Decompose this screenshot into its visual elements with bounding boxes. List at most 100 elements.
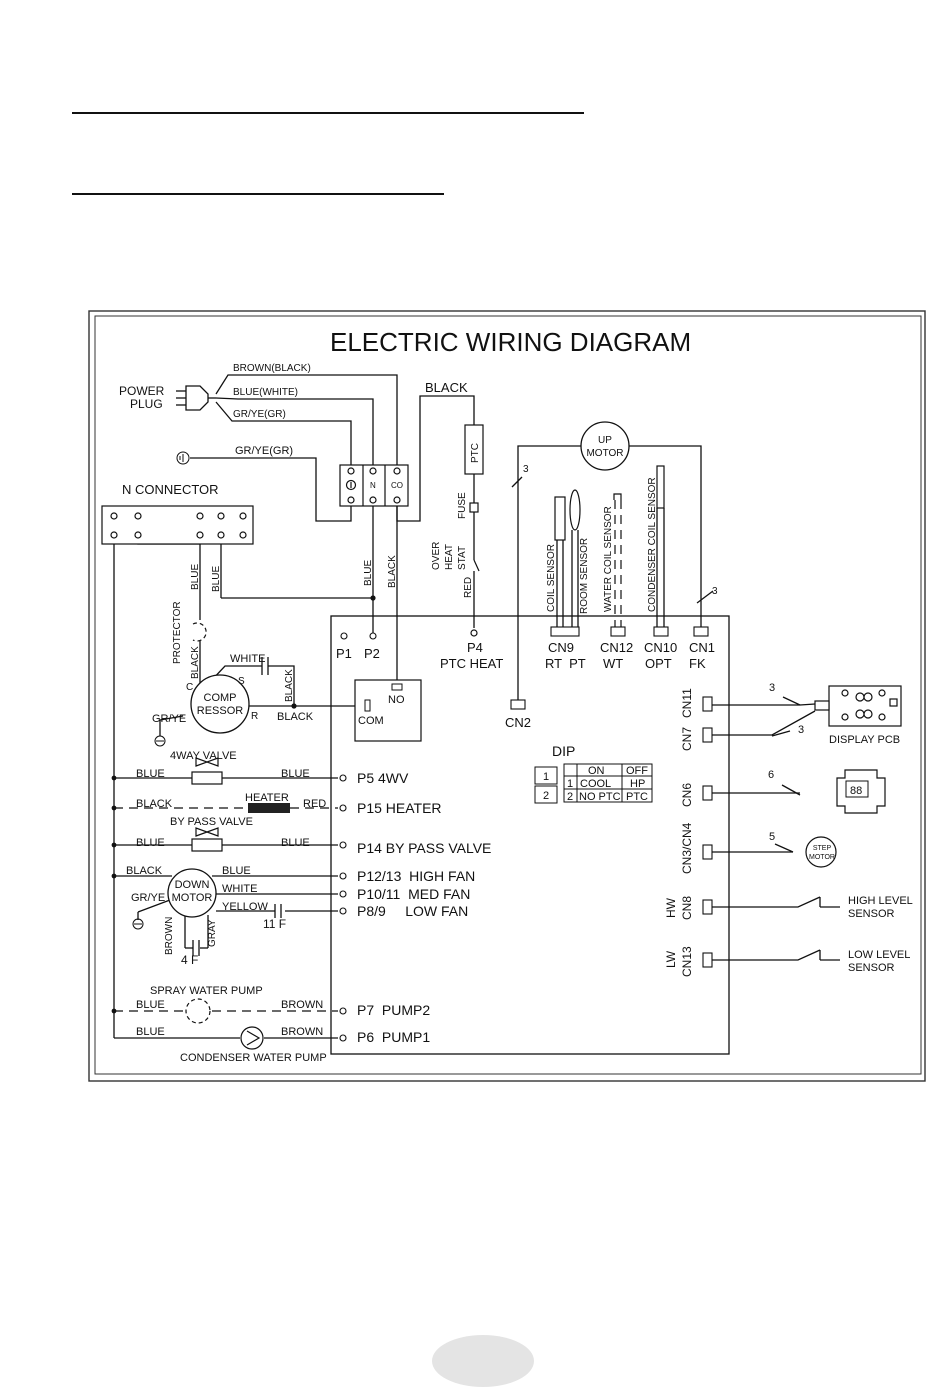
fuse-label: FUSE xyxy=(457,492,468,519)
power-plug-label-2: PLUG xyxy=(130,397,163,411)
stat-label-2: HEAT xyxy=(444,544,455,570)
display-pcb-label: DISPLAY PCB xyxy=(829,734,900,746)
dip-row-2-num: 2 xyxy=(567,791,573,803)
fan-black-label: BLACK xyxy=(126,865,163,877)
port-cn12: CN12 xyxy=(600,640,633,655)
low-level-label-1: LOW LEVEL xyxy=(848,949,910,961)
comp-blue-label-3: BLUE xyxy=(363,560,374,586)
dip-row-1-num: 1 xyxy=(567,778,573,790)
port-cn11: CN11 xyxy=(680,688,694,718)
inner-frame xyxy=(94,315,922,1075)
port-cn2: CN2 xyxy=(505,715,531,730)
port-cn10: CN10 xyxy=(644,640,677,655)
port-p12: P12/13 HIGH FAN xyxy=(357,868,475,884)
power-plug-icon xyxy=(176,385,216,411)
port-p6: P6 PUMP1 xyxy=(357,1029,430,1045)
protector-label: PROTECTOR xyxy=(172,601,183,664)
port-lw: LW xyxy=(664,950,678,968)
terminal-n-label: N xyxy=(370,481,376,490)
wire-grye-label: GR/YE(GR) xyxy=(233,409,286,420)
comp-c-label: C xyxy=(186,682,193,693)
port-cn13: CN13 xyxy=(680,946,694,977)
low-level-label-2: SENSOR xyxy=(848,962,895,974)
port-cn9: CN9 xyxy=(548,640,574,655)
outer-frame xyxy=(88,310,926,1082)
dip-row-1-on: COOL xyxy=(580,778,611,790)
control-board xyxy=(330,615,730,1055)
comp-black-label-4: BLACK xyxy=(387,555,398,588)
condenser-brown-label: BROWN xyxy=(281,1026,323,1038)
bypass-label: BY PASS VALVE xyxy=(170,816,253,828)
port-cn10-sub: OPT xyxy=(645,656,672,671)
compressor-label-2: RESSOR xyxy=(197,705,244,717)
ground-icon xyxy=(176,451,190,465)
condenser-pump-icon xyxy=(240,1026,264,1050)
terminal-block xyxy=(339,464,409,507)
fourway-blue-right: BLUE xyxy=(281,768,310,780)
red-wire-label: RED xyxy=(463,577,474,598)
step-motor-label-1: STEP xyxy=(813,845,832,852)
port-p8: P8/9 LOW FAN xyxy=(357,903,468,919)
dip-table-grid xyxy=(563,763,653,803)
dashed-wires xyxy=(114,500,622,1012)
port-cn6: CN6 xyxy=(680,783,694,807)
wire-brown-label: BROWN(BLACK) xyxy=(233,363,311,374)
port-p5: P5 4WV xyxy=(357,770,409,786)
port-cn1-sub: FK xyxy=(689,656,706,671)
wire-number-cn3: 5 xyxy=(769,831,775,843)
terminal-co-label: CO xyxy=(391,481,403,490)
comp-ground-icon xyxy=(154,735,166,747)
compressor-icon xyxy=(190,674,250,734)
dip-switch-1: 1 xyxy=(543,771,549,783)
comp-black-label-prot: BLACK xyxy=(190,646,201,679)
high-level-label-1: HIGH LEVEL xyxy=(848,895,913,907)
ground-wire-label: GR/YE(GR) xyxy=(235,445,293,457)
water-coil-sensor-label: WATER COIL SENSOR xyxy=(603,506,614,612)
relay-com-label: COM xyxy=(358,715,384,727)
spray-pump-icon xyxy=(185,998,211,1024)
bypass-blue-left: BLUE xyxy=(136,837,165,849)
fourway-blue-left: BLUE xyxy=(136,768,165,780)
diagram-title: ELECTRIC WIRING DIAGRAM xyxy=(330,327,691,357)
port-cn9-sub: RT PT xyxy=(545,656,586,671)
spray-pump-label: SPRAY WATER PUMP xyxy=(150,985,263,997)
port-p10: P10/11 MED FAN xyxy=(357,886,470,902)
comp-grye-label: GR/YE xyxy=(152,713,186,725)
dip-switch-boxes xyxy=(534,766,558,804)
dip-col-off: OFF xyxy=(626,765,648,777)
heater-label: HEATER xyxy=(245,792,289,804)
dip-col-on: ON xyxy=(588,765,605,777)
condenser-pump-label: CONDENSER WATER PUMP xyxy=(180,1052,327,1064)
comp-black-label-v: BLACK xyxy=(284,669,295,702)
comp-blue-label-2: BLUE xyxy=(211,566,222,592)
comp-s-label: S xyxy=(238,676,245,687)
comp-blue-label-1: BLUE xyxy=(190,564,201,590)
display-digits: 88 xyxy=(850,785,862,797)
port-cn7: CN7 xyxy=(680,727,694,751)
wires xyxy=(113,374,840,1039)
high-level-label-2: SENSOR xyxy=(848,908,895,920)
stat-label-1: OVER xyxy=(431,542,442,570)
heater-icon xyxy=(248,803,290,813)
wire-blue-label: BLUE(WHITE) xyxy=(233,387,298,398)
port-p2: P2 xyxy=(364,646,380,661)
condenser-blue-label: BLUE xyxy=(136,1026,165,1038)
power-plug-label-1: POWER xyxy=(119,384,165,398)
dip-row-2-on: NO PTC xyxy=(579,791,621,803)
comp-black-label-h: BLACK xyxy=(277,711,314,723)
n-connector-label: N CONNECTOR xyxy=(122,482,219,497)
wire-number-cn6: 6 xyxy=(768,769,774,781)
capacitor-11-label: 11 F xyxy=(263,917,286,931)
up-motor-label-2: MOTOR xyxy=(586,448,623,459)
sensor-probes xyxy=(554,465,665,541)
port-hw: HW xyxy=(664,897,678,918)
protector-icon xyxy=(192,622,207,642)
port-cn3: CN3/CN4 xyxy=(680,822,694,874)
step-motor-icon xyxy=(805,836,837,868)
up-motor-label-1: UP xyxy=(598,435,612,446)
port-p4: P4 xyxy=(467,640,483,655)
port-p15: P15 HEATER xyxy=(357,800,442,816)
junction-dots xyxy=(111,595,376,1014)
fan-brown-label: BROWN xyxy=(164,917,175,955)
down-motor-label-2: MOTOR xyxy=(172,892,213,904)
